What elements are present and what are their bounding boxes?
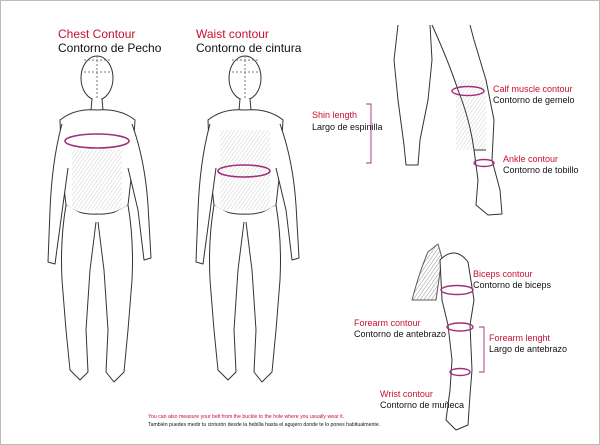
ankle-label-en: Ankle contour [503,154,559,164]
calf-label-en: Calf muscle contour [493,84,573,94]
wrist-label-es: Contorno de muñeca [380,400,465,410]
chest-label-es: Contorno de Pecho [58,41,162,55]
waist-measure-loop [217,164,271,178]
waist-label-en: Waist contour [196,27,269,41]
belt-note-en: You can also measure your belt from the … [148,414,345,420]
belt-note-es: También puedes medir tu cinturón desde l… [148,422,381,428]
arm-drawing [411,243,475,431]
mannequin-chest [47,55,152,383]
biceps-label-es: Contorno de biceps [473,280,552,290]
chest-measure-loop [64,133,130,149]
forearm-length-label-es: Largo de antebrazo [489,344,568,354]
shin-label-en: Shin length [312,110,358,120]
biceps-label-en: Biceps contour [473,269,533,279]
forearm-length-bracket [479,326,485,373]
shin-length-bracket [366,103,372,164]
calf-label-es: Contorno de gemelo [493,95,575,105]
wrist-label-en: Wrist contour [380,389,433,399]
ankle-measure-loop [473,158,495,168]
biceps-measure-loop [440,284,474,296]
chest-label-en: Chest Contour [58,27,136,41]
forearm-label-en: Forearm contour [354,318,421,328]
mannequin-waist [195,55,300,383]
wrist-measure-loop [449,367,471,377]
forearm-measure-loop [446,322,474,332]
waist-label-es: Contorno de cintura [196,41,302,55]
calf-measure-loop [451,85,485,97]
ankle-label-es: Contorno de tobillo [503,165,579,175]
forearm-length-label-en: Forearm lenght [489,333,551,343]
legs-drawing [393,24,503,216]
shin-label-es: Largo de espinilla [312,122,383,132]
forearm-label-es: Contorno de antebrazo [354,329,447,339]
